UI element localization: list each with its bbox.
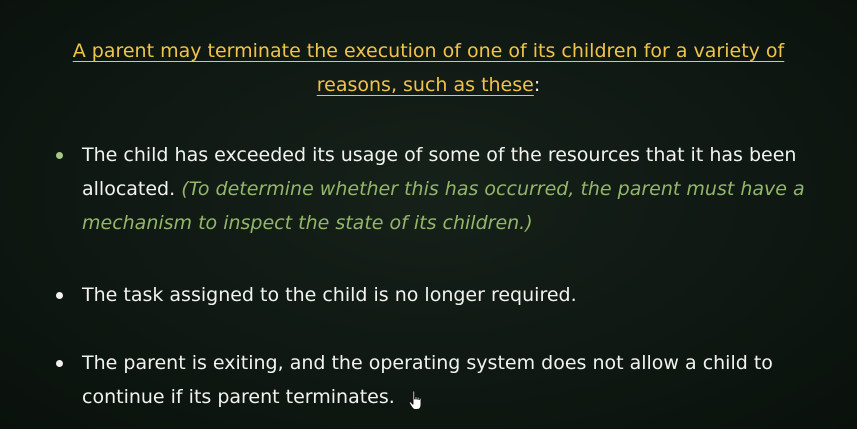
slide-heading: A parent may terminate the execution of … [30,34,827,102]
bullet-note: (To determine whether this has occurred,… [82,178,805,234]
bullet-icon [56,360,63,367]
heading-colon: : [533,74,541,96]
bullet-text: The child has exceeded its usage of some… [82,144,797,200]
list-item: The parent is exiting, and the operating… [56,346,822,414]
list-item: The task assigned to the child is no lon… [56,278,822,312]
hand-pointer-icon [408,390,422,410]
bullet-icon [56,292,63,299]
bullet-text: The task assigned to the child is no lon… [82,284,577,306]
bullet-text: The parent is exiting, and the operating… [82,352,773,408]
heading-text: A parent may terminate the execution of … [72,40,785,96]
list-item: The child has exceeded its usage of some… [56,138,822,240]
bullet-icon [56,152,63,159]
